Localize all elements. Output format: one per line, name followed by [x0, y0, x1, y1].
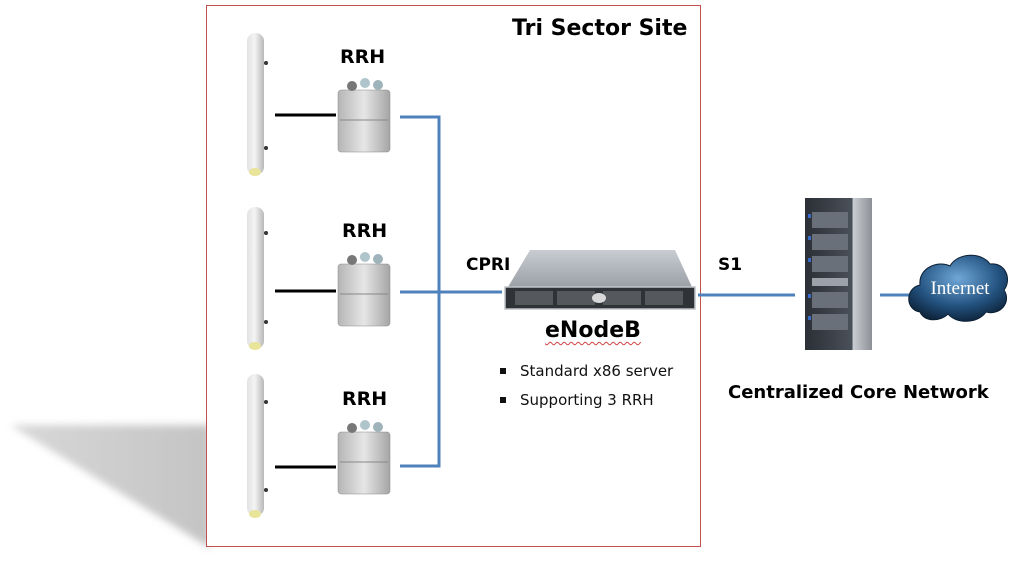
cpri-label: CPRI	[466, 255, 511, 275]
site-title: Tri Sector Site	[512, 16, 688, 41]
rrh-label-3: RRH	[342, 388, 388, 410]
cpri-links	[400, 115, 502, 468]
core-network-label: Centralized Core Network	[728, 382, 989, 403]
core-server-rack-icon	[805, 198, 872, 350]
internet-label: Internet	[930, 278, 990, 299]
rrh-label-2: RRH	[342, 220, 388, 242]
bullet-square-icon	[500, 368, 506, 374]
internet-cloud-icon: Internet	[908, 254, 1008, 322]
bullet-square-icon	[500, 397, 506, 403]
antenna-icon-3	[247, 374, 268, 518]
rrh-label-1: RRH	[340, 46, 386, 68]
enodeb-title: eNodeB	[545, 318, 641, 343]
enodeb-server-icon	[504, 250, 696, 310]
enodeb-bullet: Supporting 3 RRH	[500, 391, 673, 420]
rrh-unit-icon-1	[337, 78, 391, 153]
rrh-unit-icon-3	[337, 420, 391, 495]
s1-label: S1	[718, 255, 743, 275]
antenna-icon-1	[247, 33, 268, 176]
enodeb-bullet-list: Standard x86 server Supporting 3 RRH	[500, 362, 673, 420]
bullet-text: Supporting 3 RRH	[520, 391, 654, 409]
bullet-text: Standard x86 server	[520, 362, 674, 380]
rrh-unit-icon-2	[337, 252, 391, 327]
antenna-icon-2	[247, 207, 268, 350]
enodeb-bullet: Standard x86 server	[500, 362, 673, 391]
